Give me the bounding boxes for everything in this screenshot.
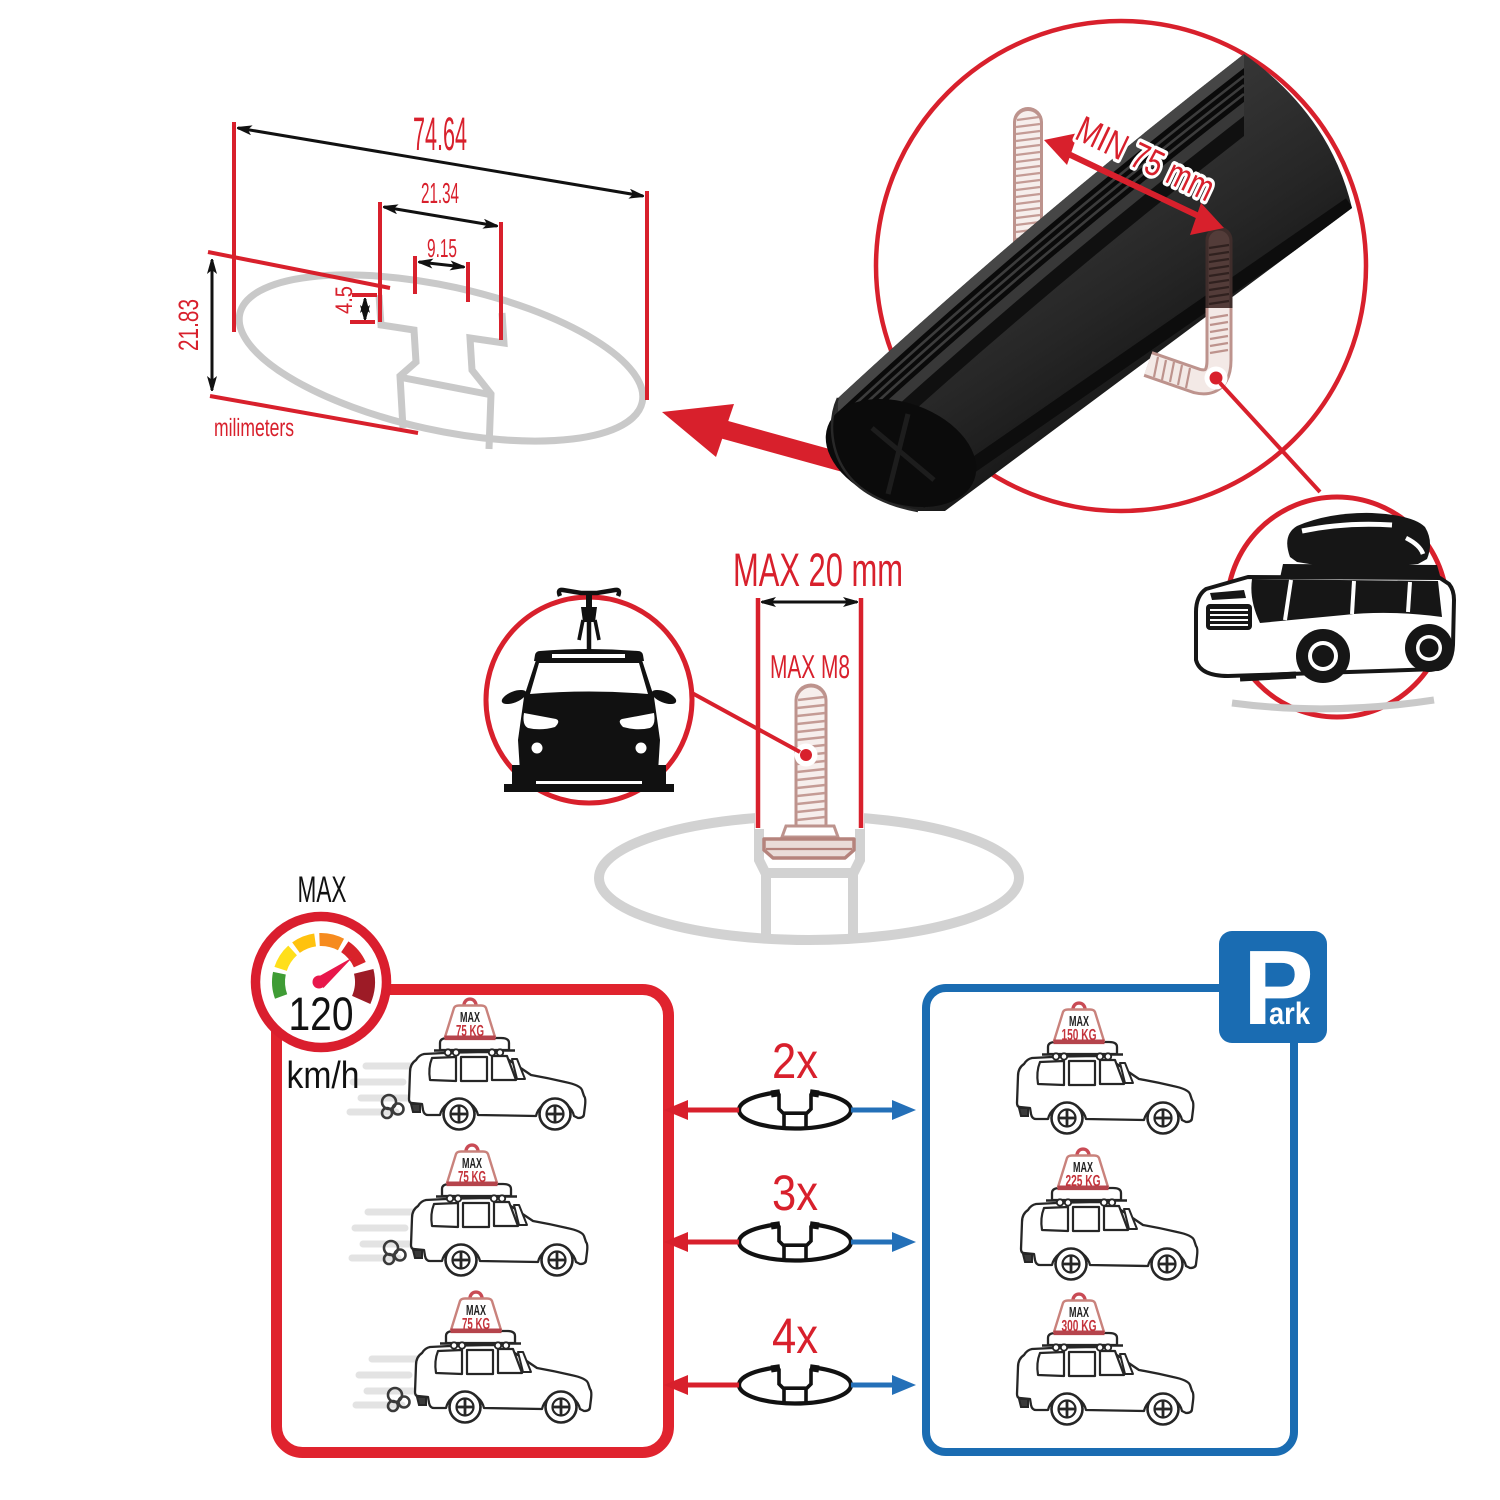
svg-text:225 KG: 225 KG: [1066, 1173, 1101, 1190]
svg-text:75 KG: 75 KG: [456, 1023, 484, 1040]
svg-text:MAX: MAX: [1073, 1160, 1093, 1176]
svg-text:P: P: [1243, 929, 1314, 1047]
svg-text:MAX: MAX: [1069, 1305, 1089, 1321]
svg-text:300 KG: 300 KG: [1062, 1318, 1097, 1335]
svg-text:km/h: km/h: [287, 1055, 360, 1097]
svg-text:120: 120: [289, 987, 354, 1040]
svg-text:MAX: MAX: [462, 1156, 482, 1172]
svg-text:MAX 20 mm: MAX 20 mm: [733, 543, 903, 596]
svg-text:MAX M8: MAX M8: [770, 648, 850, 685]
svg-text:milimeters: milimeters: [214, 414, 294, 442]
svg-text:9.15: 9.15: [427, 233, 457, 263]
svg-text:3x: 3x: [772, 1165, 818, 1221]
svg-text:2x: 2x: [772, 1033, 818, 1089]
svg-text:21.83: 21.83: [173, 299, 204, 351]
svg-text:MAX: MAX: [298, 869, 347, 910]
svg-text:75 KG: 75 KG: [462, 1316, 490, 1333]
svg-text:4.5: 4.5: [331, 286, 358, 314]
svg-text:74.64: 74.64: [413, 107, 467, 160]
svg-text:ark: ark: [1269, 996, 1311, 1031]
svg-text:MAX: MAX: [466, 1303, 486, 1319]
svg-text:21.34: 21.34: [421, 178, 459, 210]
svg-text:4x: 4x: [772, 1308, 818, 1364]
svg-text:MAX: MAX: [1069, 1014, 1089, 1030]
svg-text:MAX: MAX: [460, 1010, 480, 1026]
svg-text:150 KG: 150 KG: [1062, 1027, 1097, 1044]
svg-text:75 KG: 75 KG: [458, 1169, 486, 1186]
